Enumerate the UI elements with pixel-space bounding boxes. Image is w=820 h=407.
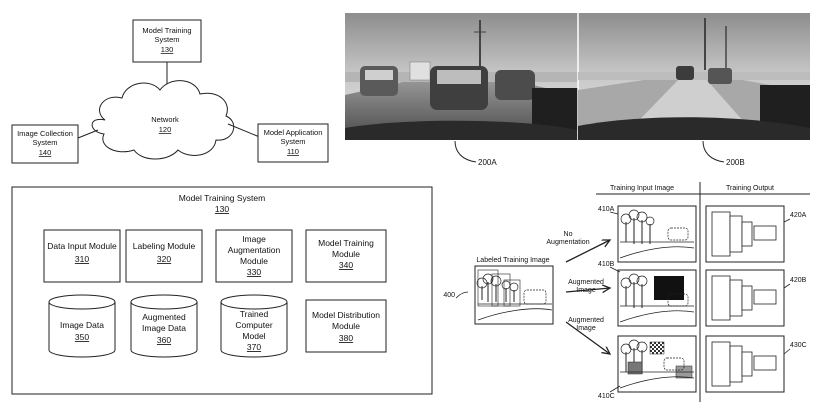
store-trained-computer-model: Trained Computer Model 370 — [220, 294, 288, 358]
svg-text:Data Input Module: Data Input Module — [47, 241, 117, 251]
model-application-label-2: System — [280, 137, 305, 146]
dashcam-photo-right — [577, 13, 810, 140]
module-labeling: Labeling Module 320 — [125, 229, 203, 283]
svg-text:320: 320 — [157, 254, 171, 264]
model-training-system-box — [132, 19, 202, 63]
labeled-training-image — [474, 265, 554, 325]
ref-400: 400 — [443, 292, 455, 299]
module-data-input: Data Input Module 310 — [43, 229, 121, 283]
svg-text:Image Data: Image Data — [60, 320, 104, 330]
svg-text:360: 360 — [157, 335, 171, 345]
network-diagram: Model Training System 130 Network 120 Im… — [11, 19, 329, 164]
ref-410a: 410A — [598, 206, 615, 213]
arrow-label-image-1: Image — [576, 287, 596, 294]
svg-text:Image Data: Image Data — [142, 323, 186, 333]
svg-text:370: 370 — [247, 342, 261, 352]
arrow-augmented-1 — [565, 288, 610, 292]
augmentation-diagram: Training Input Image Training Output Lab… — [443, 182, 810, 402]
system-outer-box — [11, 186, 433, 395]
arrow-no-augmentation — [565, 240, 610, 263]
model-application-system-box — [257, 123, 329, 163]
svg-text:Model Distribution: Model Distribution — [312, 310, 380, 320]
ref-420a: 420A — [790, 212, 807, 219]
svg-text:310: 310 — [75, 254, 89, 264]
training-input-image-c — [617, 335, 697, 393]
module-model-training: Model Training Module 340 — [305, 229, 387, 283]
training-input-image-a — [617, 205, 697, 263]
network-label: Network — [151, 115, 179, 124]
ref-leader-400 — [455, 291, 469, 299]
image-collection-system-box — [11, 124, 79, 164]
svg-text:Labeling Module: Labeling Module — [133, 241, 196, 251]
car-shape — [676, 66, 694, 80]
svg-text:Module: Module — [332, 249, 360, 259]
training-input-image-b — [617, 269, 697, 327]
dashcam-photo-left — [345, 13, 578, 140]
noise-patch — [627, 361, 643, 375]
network-ref: 120 — [159, 125, 172, 134]
model-application-ref: 110 — [287, 147, 299, 156]
svg-text:350: 350 — [75, 332, 89, 342]
arrow-label-augmented-1: Augmented — [568, 279, 604, 286]
svg-text:380: 380 — [339, 333, 353, 343]
svg-text:Module: Module — [240, 256, 268, 266]
ref-410b: 410B — [598, 261, 615, 268]
labeled-image-label: Labeled Training Image — [476, 257, 549, 264]
image-collection-label-1: Image Collection — [17, 129, 73, 138]
model-application-label-1: Model Application — [264, 128, 323, 137]
car-shape — [708, 68, 732, 84]
svg-text:Computer: Computer — [235, 320, 272, 330]
ref-410c: 410C — [598, 393, 615, 400]
image-collection-ref: 140 — [39, 148, 52, 157]
arrow-label-augmented-2: Augmented — [568, 317, 604, 324]
store-augmented-image-data: Augmented Image Data 360 — [130, 294, 198, 358]
arrow-label-augmentation: Augmentation — [546, 239, 589, 246]
image-collection-label-2: System — [32, 138, 57, 147]
svg-text:Augmentation: Augmentation — [228, 245, 281, 255]
store-image-data: Image Data 350 — [48, 294, 116, 358]
network-cloud — [91, 80, 235, 160]
system-title-ref: 130 — [215, 204, 229, 214]
module-image-augmentation: Image Augmentation Module 330 — [215, 229, 293, 283]
model-training-label-1: Model Training — [142, 26, 191, 35]
photo-ref-200a: 200A — [478, 158, 497, 167]
ref-430c: 430C — [790, 342, 807, 349]
photo-ref-200b: 200B — [726, 158, 745, 167]
arrow-label-image-2: Image — [576, 325, 596, 332]
ref-420b: 420B — [790, 277, 807, 284]
model-training-label-2: System — [154, 35, 179, 44]
ref-leader-200a — [454, 140, 477, 163]
svg-text:Image: Image — [242, 234, 266, 244]
training-output-a — [705, 205, 785, 263]
model-training-system-diagram: Model Training System 130 Data Input Mod… — [11, 186, 433, 395]
svg-text:340: 340 — [339, 260, 353, 270]
svg-text:Module: Module — [332, 321, 360, 331]
svg-text:Model: Model — [242, 331, 265, 341]
noise-patch — [649, 341, 665, 355]
svg-text:Model Training: Model Training — [318, 238, 374, 248]
column-header-output: Training Output — [726, 185, 774, 192]
ref-leader-200b — [702, 140, 725, 163]
svg-text:Augmented: Augmented — [142, 312, 186, 322]
training-output-c — [705, 335, 785, 393]
training-output-b — [705, 269, 785, 327]
connector-network-application — [227, 123, 263, 139]
car-shape — [495, 70, 535, 100]
svg-text:330: 330 — [247, 267, 261, 277]
arrow-label-no: No — [564, 231, 573, 238]
column-header-input: Training Input Image — [610, 185, 674, 192]
module-model-distribution: Model Distribution Module 380 — [305, 299, 387, 353]
occlusion-block — [654, 276, 684, 300]
model-training-ref: 130 — [161, 45, 174, 54]
arrow-augmented-2 — [565, 321, 610, 354]
system-title: Model Training System — [179, 193, 265, 203]
svg-text:Trained: Trained — [240, 309, 269, 319]
